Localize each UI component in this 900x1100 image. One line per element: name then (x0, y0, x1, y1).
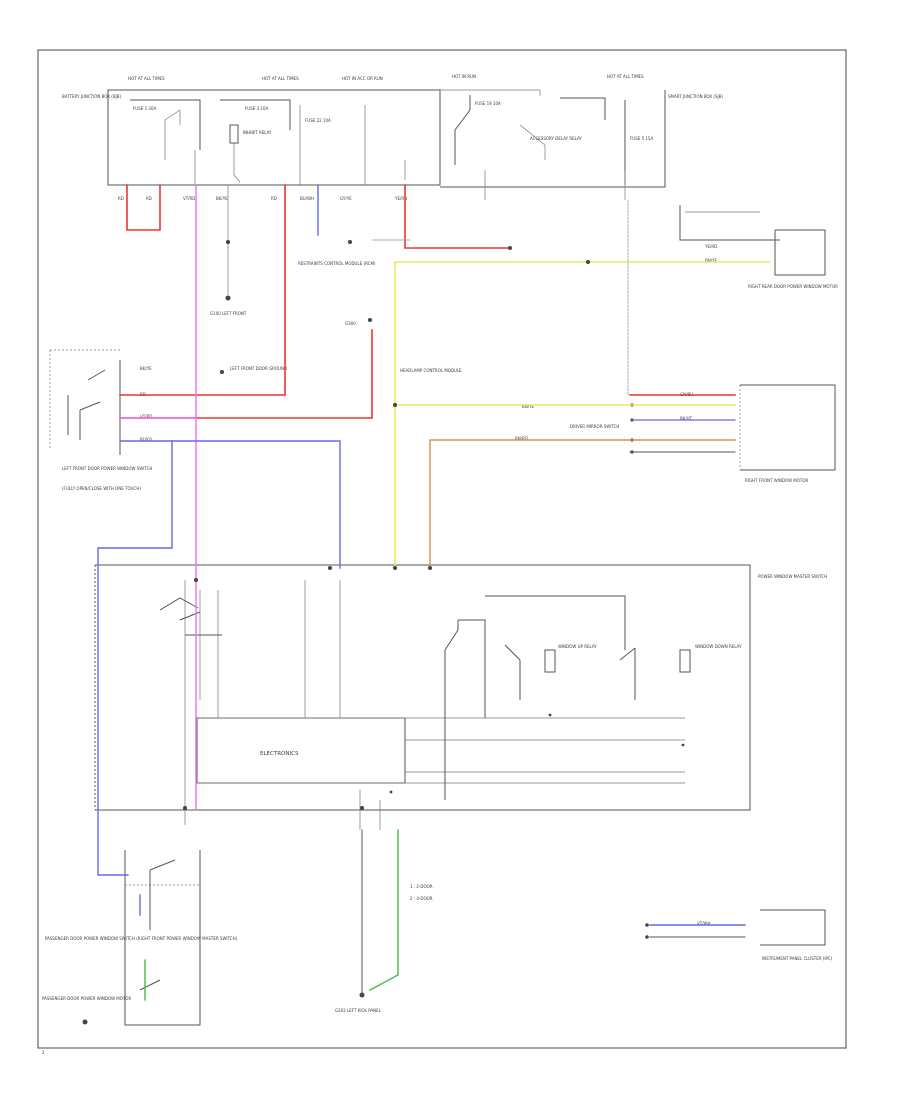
label-motor-up: WINDOW UP RELAY (558, 644, 597, 649)
label-bjb: BATTERY JUNCTION BOX (BJB) (62, 94, 121, 99)
wire-code-w2-a: RD (118, 196, 124, 201)
wire-red-b (119, 184, 286, 396)
label-front-door: LEFT FRONT DOOR POWER WINDOW SWITCH (62, 466, 152, 471)
wire-code-w7-mid: BN/YE (522, 404, 535, 409)
label-hcm: HEADLAMP CONTROL MODULE (400, 368, 462, 373)
wire-code-w2-b: RD (146, 196, 152, 201)
label-front-module: RIGHT FRONT WINDOW MOTOR (745, 478, 808, 483)
footer-code: 2 (42, 1050, 45, 1055)
label-master-switch: POWER WINDOW MASTER SWITCH (758, 574, 827, 579)
label-fuse-b: FUSE 3 10A (245, 106, 268, 111)
wire-code-w7-right: BN/YE (705, 258, 718, 263)
label-relay-acc: ACCESSORY DELAY RELAY (530, 136, 582, 141)
label-fuse-hot-1: HOT AT ALL TIMES (128, 76, 165, 81)
wire-blue-b (97, 440, 173, 876)
diagram-frame (37, 49, 847, 1049)
label-fuse-c: FUSE 22 10A (305, 118, 331, 123)
wire-orange-a (429, 439, 736, 569)
label-left-ground: LEFT FRONT DOOR GROUND (230, 366, 287, 371)
label-fuse-hot-4: HOT IN RUN (452, 74, 476, 79)
wire-yellow-a (394, 261, 771, 569)
legend-line-2: 2 : 4-DOOR (410, 896, 433, 901)
label-bottom-module: PASSENGER DOOR POWER WINDOW MOTOR (42, 996, 131, 1001)
wire-code-w4: BU/WH (300, 196, 314, 201)
label-smart-jb: SMART JUNCTION BOX (SJB) (668, 94, 723, 99)
wire-code-w2-c: RD (271, 196, 277, 201)
label-ground-bottom: G202 LEFT KICK PANEL (335, 1008, 382, 1013)
main-module (94, 564, 751, 830)
wire-code-w1-top: BK/YE (216, 196, 228, 201)
wire-code-w6-right: YE/RD (704, 244, 717, 249)
label-g-left: G100 LEFT FRONT (210, 311, 247, 316)
label-fuse-hot-5: HOT AT ALL TIMES (607, 74, 644, 79)
label-front-note: (FULLY OPEN/CLOSE WITH ONE TOUCH) (62, 486, 141, 491)
wire-code-w8-left: BU/GY (140, 437, 153, 442)
wire-blue-a (119, 440, 341, 569)
label-motor-down: WINDOW DOWN RELAY (695, 644, 742, 649)
right-front-module (739, 384, 836, 471)
wire-code-w6: YE/RD (394, 196, 407, 201)
wire-code-w3-left: VT/RD (140, 414, 152, 419)
bottom-left-switch (124, 850, 201, 1026)
wire-red-c (119, 329, 373, 419)
label-rear-module: RIGHT REAR DOOR POWER WINDOW MOTOR (748, 284, 838, 289)
wire-code-w9-mid: BN/RD (515, 436, 528, 441)
label-fuse-e: FUSE 5 15A (630, 136, 653, 141)
fuse-box-top (107, 89, 666, 200)
label-fuse-hot-2: HOT AT ALL TIMES (262, 76, 299, 81)
instrument-cluster (760, 909, 826, 946)
module-label: ELECTRONICS (260, 751, 299, 757)
wire-green-a (369, 829, 399, 991)
legend-line-1: 1 : 2-DOOR (410, 884, 433, 889)
right-rear-module (679, 205, 826, 276)
label-relay-inh: INHIBIT RELAY (243, 130, 272, 135)
label-fuse-d: FUSE 19 10A (475, 101, 501, 106)
label-fuse-hot-3: HOT IN ACC OR RUN (342, 76, 383, 81)
colored-wires (97, 184, 771, 1001)
label-instrument: INSTRUMENT PANEL CLUSTER (IPC) (762, 956, 833, 961)
wire-code-w1-left: BK/YE (140, 366, 152, 371)
wire-code-w3: VT/RD (183, 196, 195, 201)
wire-red-a (126, 184, 161, 231)
wire-code-w5: GY/YE (340, 196, 352, 201)
label-rcm: RESTRAINTS CONTROL MODULE (RCM) (298, 261, 376, 266)
label-mirror: DRIVER MIRROR SWITCH (570, 424, 619, 429)
label-fuse-a: FUSE 1 30A (133, 106, 156, 111)
wire-code-w12: VT/WH (697, 921, 711, 926)
left-door-switch (49, 349, 121, 455)
label-passenger-switch: PASSENGER DOOR POWER WINDOW SWITCH (RIGH… (45, 936, 238, 941)
wire-red-d (404, 184, 511, 249)
label-g-right: G300 (345, 321, 356, 326)
wire-code-w11: BK/VT (680, 416, 692, 421)
